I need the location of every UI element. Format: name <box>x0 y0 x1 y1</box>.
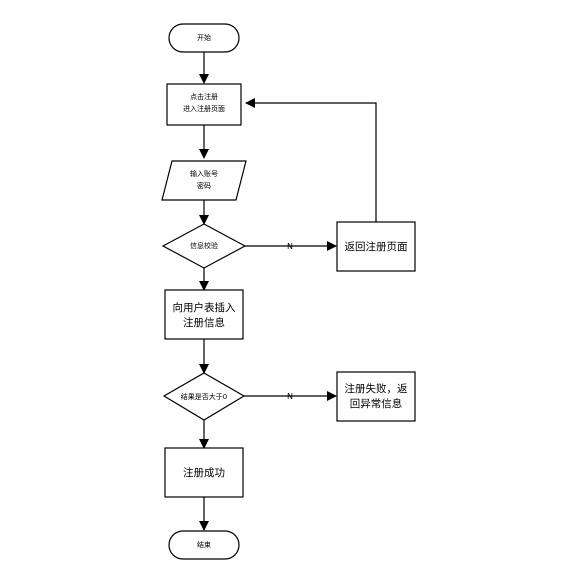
result-check-label: 结果是否大于0 <box>181 392 227 401</box>
click-register-line-2: 进入注册页面 <box>183 104 225 113</box>
start-label: 开始 <box>197 33 211 42</box>
insert-user-line-2: 注册信息 <box>183 316 225 329</box>
edges <box>199 52 377 531</box>
register-success-label: 注册成功 <box>183 466 225 479</box>
node-click-register: 点击注册 进入注册页面 <box>166 83 242 126</box>
register-failed-line-1: 注册失败，返 <box>345 382 408 395</box>
register-failed-line-2: 回异常信息 <box>350 397 403 410</box>
click-register-line-1: 点击注册 <box>190 92 218 101</box>
return-register-page-label: 返回注册页面 <box>345 240 408 253</box>
edge-label-no-2: N <box>287 392 293 401</box>
node-info-check: 信息校验 <box>161 223 247 269</box>
node-end: 结束 <box>168 530 240 560</box>
edge-return-to-click <box>245 98 377 222</box>
node-result-check: 结果是否大于0 <box>162 372 246 421</box>
node-input-account: 输入账号 密码 <box>161 160 247 201</box>
end-label: 结束 <box>197 540 211 549</box>
input-account-line-2: 密码 <box>197 181 211 190</box>
insert-user-line-1: 向用户表插入 <box>173 301 236 314</box>
node-register-failed: 注册失败，返 回异常信息 <box>336 371 416 422</box>
edge-label-no-1: N <box>287 242 293 251</box>
node-start: 开始 <box>168 23 240 53</box>
node-return-register-page: 返回注册页面 <box>336 221 416 272</box>
info-check-label: 信息校验 <box>190 241 218 250</box>
node-register-success: 注册成功 <box>164 447 244 498</box>
node-insert-user: 向用户表插入 注册信息 <box>164 289 244 340</box>
input-account-line-1: 输入账号 <box>190 169 218 178</box>
